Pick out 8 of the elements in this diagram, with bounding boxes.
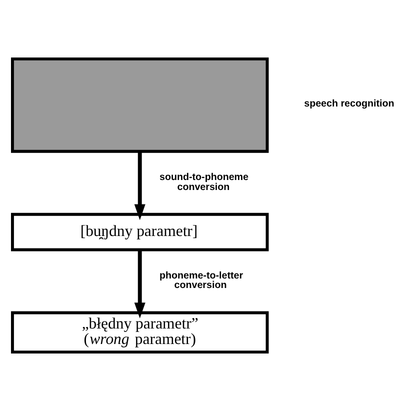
- node-box: „błędny parametr” (wrong parametr): [11, 310, 269, 354]
- node-box: [11, 56, 269, 152]
- edge-label: phoneme-to-letter conversion: [160, 270, 244, 291]
- arrow: [134, 151, 146, 220]
- edge-label: sound-to-phoneme conversion: [160, 171, 249, 192]
- node-box: [bu̯ŋdny parametr]: [11, 212, 269, 251]
- arrow: [134, 250, 146, 318]
- label: speech recognition: [304, 98, 394, 110]
